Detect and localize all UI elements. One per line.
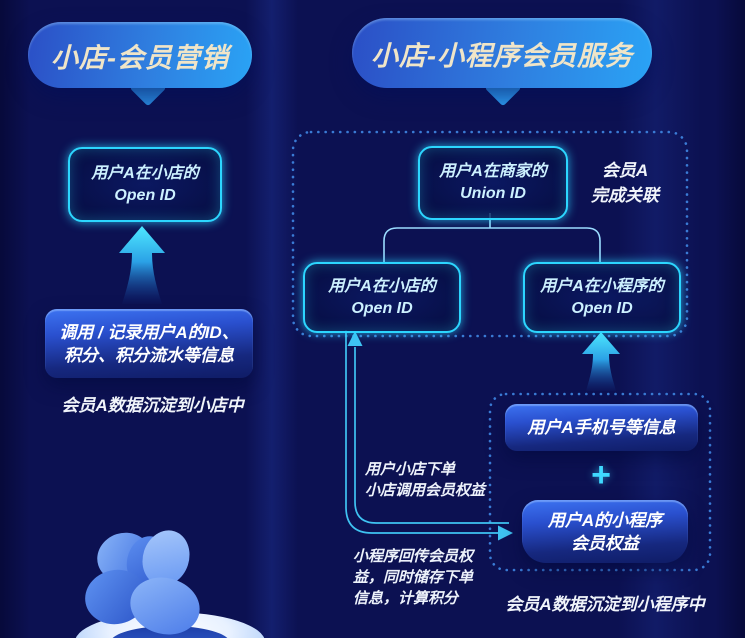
flow-line-return: [354, 347, 509, 524]
connector-branch: [383, 227, 601, 262]
right-title-bubble: 小店-小程序会员服务: [352, 18, 652, 88]
benefit-banner-line1: 用户A的小程序: [547, 510, 663, 530]
dotted-border-benefit-group: [488, 392, 712, 572]
right-arrowhead-icon: [498, 525, 513, 541]
left-caption: 会员A数据沉淀到小店中: [61, 396, 244, 415]
record-banner-line2: 积分、积分流水等信息: [64, 345, 234, 365]
record-banner: 调用 / 记录用户A的ID、 积分、积分流水等信息: [45, 309, 253, 378]
up-arrowhead-icon: [347, 331, 363, 346]
flow-line-order: [345, 330, 498, 534]
benefit-banner: 用户A的小程序 会员权益: [522, 500, 688, 563]
order-note-line1: 用户小店下单: [365, 461, 456, 478]
shop-openid-box: 用户A在小店的 Open ID: [303, 262, 461, 333]
left-openid-box: 用户A在小店的 Open ID: [68, 147, 222, 222]
big-up-arrow-right-icon: [582, 332, 620, 391]
return-note-line1: 小程序回传会员权: [353, 548, 474, 565]
left-title-bubble: 小店-会员营销: [28, 22, 252, 88]
left-title-text: 小店-会员营销: [51, 42, 229, 73]
big-up-arrow-left-icon: [119, 226, 165, 304]
union-id-line2: Union ID: [460, 185, 526, 202]
right-title-text: 小店-小程序会员服务: [371, 40, 633, 71]
return-note-line2: 益，同时储存下单: [353, 569, 474, 586]
order-note-line2: 小店调用会员权益: [365, 482, 486, 499]
plus-icon: +: [591, 456, 611, 494]
association-note-line1: 会员A: [601, 161, 649, 180]
miniprogram-openid-line2: Open ID: [571, 299, 633, 317]
coins-3d-illustration: [75, 524, 265, 638]
benefit-banner-line2: 会员权益: [571, 533, 639, 553]
association-note-line2: 完成关联: [591, 186, 659, 205]
right-caption: 会员A数据沉淀到小程序中: [505, 595, 705, 614]
miniprogram-openid-box: 用户A在小程序的 Open ID: [523, 262, 681, 333]
shop-openid-line1: 用户A在小店的: [328, 277, 436, 295]
union-id-box: 用户A在商家的 Union ID: [418, 146, 568, 220]
union-id-line1: 用户A在商家的: [439, 163, 547, 180]
return-note: 小程序回传会员权 益，同时储存下单 信息，计算积分: [353, 546, 488, 609]
phone-info-banner: 用户A手机号等信息: [505, 404, 698, 451]
order-note: 用户小店下单 小店调用会员权益: [365, 459, 505, 501]
record-banner-line1: 调用 / 记录用户A的ID、: [59, 322, 239, 342]
dotted-border-id-group: [291, 130, 689, 338]
left-openid-line1: 用户A在小店的: [91, 164, 199, 182]
shop-openid-line2: Open ID: [351, 299, 413, 317]
return-note-line3: 信息，计算积分: [353, 590, 459, 607]
association-note: 会员A 完成关联: [577, 158, 673, 208]
left-openid-line2: Open ID: [114, 186, 176, 204]
miniprogram-openid-line1: 用户A在小程序的: [540, 277, 664, 295]
